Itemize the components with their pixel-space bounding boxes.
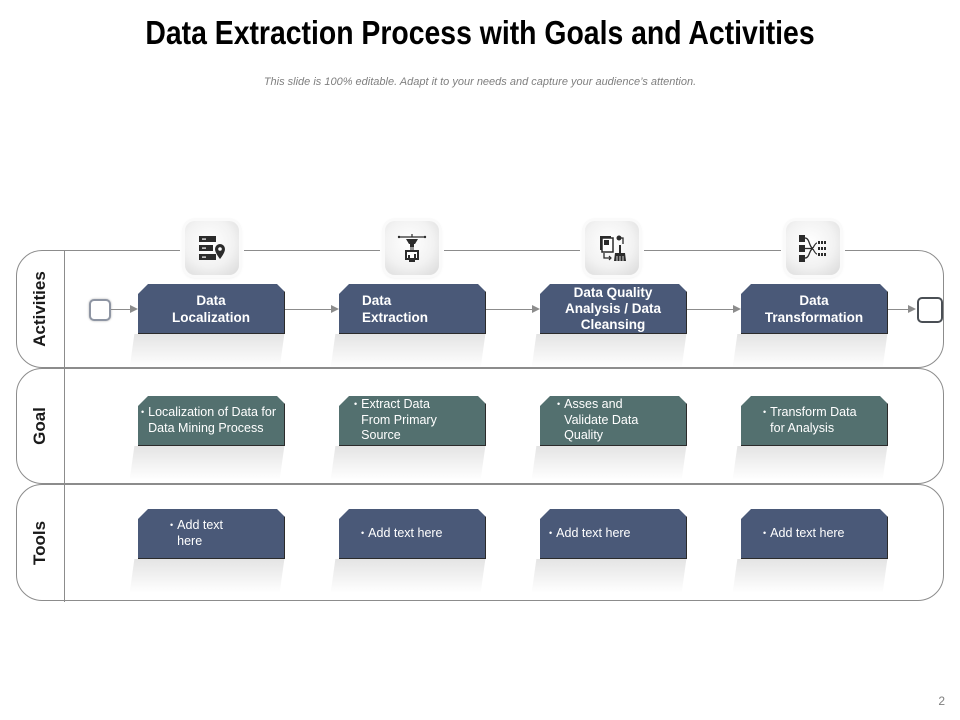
tools-box-1: •Add text here [138, 509, 285, 559]
activity-box-4: Data Transformation [741, 284, 888, 334]
tools-bullet: •Add text here [138, 509, 284, 558]
step-1-icon-tile [185, 221, 239, 275]
lane-label-goal: Goal [16, 368, 64, 484]
bullet-icon: • [763, 407, 767, 417]
page-number: 2 [938, 694, 945, 708]
tools-bullet: •Add text here [339, 509, 485, 558]
tools-box-2: •Add text here [339, 509, 486, 559]
arrowhead-icon [733, 305, 741, 313]
goal-box-4: •Transform Data for Analysis [741, 396, 888, 446]
bullet-icon: • [549, 527, 553, 538]
lane-goal [16, 368, 944, 484]
lane-label-goal-text: Goal [29, 407, 49, 445]
goal-box-1: •Localization of Data for Data Mining Pr… [138, 396, 285, 446]
tools-bullet: •Add text here [540, 509, 686, 558]
bullet-icon: • [361, 527, 365, 538]
activity-box-1: Data Localization [138, 284, 285, 334]
arrowhead-icon [532, 305, 540, 313]
goal-box-3: •Asses and Validate Data Quality [540, 396, 687, 446]
box-reflection [732, 559, 888, 593]
activity-label: Data Localization [171, 292, 250, 325]
bullet-icon: • [141, 407, 145, 417]
connector-step-3-to-4 [687, 309, 733, 310]
tools-text[interactable]: Add text here [177, 518, 224, 548]
connector-step-1-to-2 [285, 309, 331, 310]
activity-label: Data Extraction [362, 292, 429, 325]
box-reflection [129, 334, 285, 368]
box-reflection [531, 446, 687, 480]
activity-box-2: Data Extraction [339, 284, 486, 334]
goal-text: Extract Data From Primary Source [361, 397, 437, 443]
connector-start-to-step-1 [111, 309, 130, 310]
bullet-icon: • [170, 520, 174, 530]
goal-text: Localization of Data for Data Mining Pro… [148, 405, 277, 435]
drone-monitor-extraction-icon [397, 234, 427, 262]
goal-text: Asses and Validate Data Quality [564, 397, 639, 443]
slide-title: Data Extraction Process with Goals and A… [145, 14, 815, 51]
goal-text: Transform Data for Analysis [770, 405, 857, 435]
lane-label-activities-text: Activities [30, 271, 49, 347]
lane-label-divider [64, 250, 65, 602]
step-3-icon-tile [585, 221, 639, 275]
box-reflection [330, 446, 486, 480]
tools-text[interactable]: Add text here [556, 525, 631, 540]
box-reflection [330, 559, 486, 593]
flow-end-node [917, 297, 943, 323]
box-reflection [531, 334, 687, 368]
lane-label-tools-text: Tools [29, 520, 49, 565]
step-4-icon-tile [786, 221, 840, 275]
goal-bullet: •Localization of Data for Data Mining Pr… [138, 396, 284, 445]
goal-bullet: •Asses and Validate Data Quality [540, 396, 686, 445]
lane-label-activities: Activities [16, 250, 64, 368]
tools-box-3: •Add text here [540, 509, 687, 559]
box-reflection [531, 559, 687, 593]
flow-start-node [89, 299, 111, 321]
connector-step-2-to-3 [486, 309, 532, 310]
lane-label-tools: Tools [16, 484, 64, 601]
activity-box-3: Data Quality Analysis / Data Cleansing [540, 284, 687, 334]
box-reflection [129, 446, 285, 480]
tools-bullet: •Add text here [741, 509, 887, 558]
tools-box-4: •Add text here [741, 509, 888, 559]
goal-box-2: •Extract Data From Primary Source [339, 396, 486, 446]
slide-subtitle: This slide is 100% editable. Adapt it to… [263, 76, 697, 88]
bullet-icon: • [763, 527, 767, 538]
server-location-icon [199, 236, 225, 260]
box-reflection [129, 559, 285, 593]
activity-label: Data Quality Analysis / Data Cleansing [564, 284, 662, 332]
connector-step-4-to-end [888, 309, 908, 310]
tools-text[interactable]: Add text here [368, 525, 443, 540]
arrowhead-icon [908, 305, 916, 313]
arrowhead-icon [331, 305, 339, 313]
step-2-icon-tile [385, 221, 439, 275]
lane-tools [16, 484, 944, 601]
box-reflection [732, 334, 888, 368]
box-reflection [330, 334, 486, 368]
goal-bullet: •Extract Data From Primary Source [339, 396, 485, 445]
data-transformation-network-icon [799, 235, 826, 262]
documents-cleansing-brush-icon [600, 235, 626, 261]
activity-label: Data Transformation [764, 292, 864, 325]
arrowhead-icon [130, 305, 138, 313]
bullet-icon: • [354, 399, 358, 410]
tools-text[interactable]: Add text here [770, 525, 845, 540]
goal-bullet: •Transform Data for Analysis [741, 396, 887, 445]
box-reflection [732, 446, 888, 480]
bullet-icon: • [557, 399, 561, 410]
